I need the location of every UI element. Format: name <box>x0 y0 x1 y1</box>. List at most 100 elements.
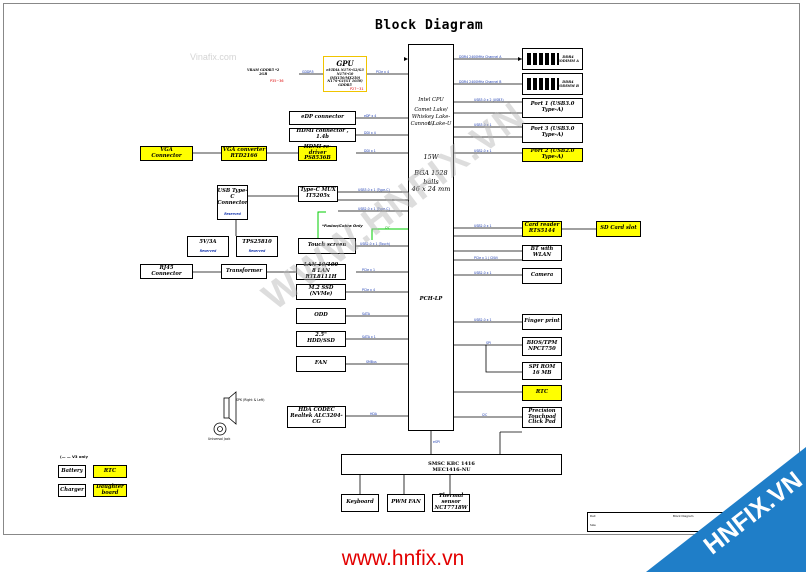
bus-usb3-3: USB3.0 x 1 <box>474 123 492 127</box>
usb-port-1: Port 1 (USB3.0 Type-A) <box>522 98 583 118</box>
vga-converter: VGA converter RTD2166 <box>221 146 267 161</box>
bus-card: USB2.0 x 1 <box>474 224 492 228</box>
watermark-small: Vinafix.com <box>190 52 237 62</box>
card-reader: Card reader RTS5144 <box>522 221 562 237</box>
edp-connector: eDP connector <box>289 111 356 125</box>
bus-gddr: GDDR5 <box>302 70 314 74</box>
charger-ic-sub: Reserved <box>199 248 217 253</box>
charger-ic-label: 5V/3A <box>199 238 217 245</box>
ec-block: SMSC KBC 1416 MEC1416-NU <box>341 454 562 475</box>
cpu-package: BGA 1528 balls <box>414 169 448 186</box>
page-title: Block Diagram <box>375 18 484 33</box>
m2-ssd: M.2 SSD (NVMe) <box>296 284 346 300</box>
bus-i2c-touch: I2C <box>385 226 391 230</box>
legend-rtc: RTC <box>93 465 127 478</box>
footer-url-link[interactable]: www.hnfix.vn <box>341 547 465 570</box>
speaker-label: SPK (Right & Left) <box>236 398 265 402</box>
cpu-size: 46 x 24 mm <box>411 185 451 193</box>
usb-typec-sub: Reserved <box>224 211 241 216</box>
sodimm-b: DDR4 SODIMM B <box>522 73 583 95</box>
bus-usb3-1: USB3.0 x 2 (USB3) <box>474 98 504 102</box>
speaker-icon <box>223 391 237 425</box>
usb-port-2: Port 2 (USB2.0 Type-A) <box>522 148 583 162</box>
gpu-page: P27~31 <box>350 87 364 91</box>
tb-company: Dell <box>590 514 596 518</box>
hdd: 2.5" HDD/SSD <box>296 331 346 347</box>
bus-espi: eSPI <box>433 440 440 444</box>
gpu-title: GPU <box>336 59 354 69</box>
legend-daughter-board: Daughter board <box>93 484 127 497</box>
bus-edp: eDP x 4 <box>364 114 377 118</box>
touch-note: *Fusion/Cobra Only <box>322 223 363 228</box>
legend-heading: (— — V3 only <box>60 454 88 459</box>
rtc-block: RTC <box>522 385 562 401</box>
tps-sub: Reserved <box>248 248 266 253</box>
bus-ssd: PCIe x 4 <box>362 288 375 292</box>
usb-typec-label: USB Type-C Connector <box>217 187 248 206</box>
bus-lan: PCIe x 1 <box>362 268 375 272</box>
rj45-connector: RJ45 Connector <box>140 264 193 279</box>
cpu-tdp: 15W <box>423 153 439 161</box>
bus-spi: SPI <box>486 341 491 345</box>
hdmi-redriver: HDMI re-driver PS8536B <box>298 144 337 161</box>
usb-port-3: Port 3 (USB3.0 Type-A) <box>522 123 583 143</box>
dimm-a-label: DDR4 SODIMM A <box>557 54 579 63</box>
bus-ddr-a: DDR4 2400MHz Channel A <box>459 55 502 59</box>
tb-size: Size <box>590 523 596 527</box>
brand-triangle <box>646 447 806 572</box>
dimm-b-icon <box>527 78 559 90</box>
sd-card-slot: SD Card slot <box>596 221 641 237</box>
bios-tpm: BIOS/TPM NPCT750 <box>522 337 562 356</box>
lan-chip: LAN 10/100 8 LAN RTL8111H <box>296 262 346 280</box>
camera: Camera <box>522 268 562 284</box>
cpu-vendor: Intel CPU <box>418 97 444 103</box>
legend-battery: Battery <box>58 465 86 478</box>
hdmi-connector: HDMI connector , 1.4b <box>289 128 356 142</box>
bus-fp: USB2.0 x 1 <box>474 318 492 322</box>
cpu-line-3: Cannon Lake-U <box>410 121 452 127</box>
bus-ddr-b: DDR4 2400MHz Channel B <box>459 80 502 84</box>
pch-label: PCH-LP <box>419 296 443 302</box>
gpu-sub: nVIDIA N17S-G2/G3 N17S-G0 (MX150/MX250) … <box>326 68 364 88</box>
cpu-block: Intel CPU Comet Lake/ Whiskey Lake-U/ Ca… <box>408 44 454 431</box>
hda-codec: HDA CODEC Realtek ALC3204-CG <box>287 406 346 428</box>
bus-usb2-2: USB2.0 x 1 <box>474 149 492 153</box>
bt-wlan: BT with WLAN <box>522 245 562 261</box>
touch-screen: Touch screen <box>298 238 356 254</box>
bus-typec: USB3.0 x 1 (Type-C) <box>358 188 390 192</box>
legend-charger: Charger <box>58 484 86 497</box>
audio-jack-icon <box>213 422 227 436</box>
vga-connector: VGA Connector <box>140 146 193 161</box>
transformer: Transformer <box>221 264 267 279</box>
odd: ODD <box>296 308 346 324</box>
touchpad: Precision Touchpad Click Pad <box>522 407 562 428</box>
bus-cam: USB2.0 x 1 <box>474 271 492 275</box>
bus-vga: DDI x 1 <box>364 149 376 153</box>
charger-5v3a: 5V/3A Reserved <box>187 236 229 257</box>
vram-block: VRAM GDDR5 *2 2GB <box>247 66 299 80</box>
tps-label: TPS25810 <box>242 238 272 245</box>
cpu-line-2: Whiskey Lake-U/ <box>411 114 451 128</box>
bus-odd: SATA <box>362 312 370 316</box>
pwm-fan: PWM FAN <box>387 494 425 512</box>
sodimm-a: DDR4 SODIMM A <box>522 48 583 70</box>
bus-i2c-tp: I2C <box>482 413 488 417</box>
dimm-b-label: DDR4 SODIMM B <box>556 79 579 88</box>
fingerprint: Finger print <box>522 314 562 330</box>
cpu-line-1: Comet Lake/ <box>414 107 448 113</box>
brand-logo: HNFIX.VN <box>646 447 806 572</box>
spi-rom: SPI ROM 16 MB <box>522 362 562 380</box>
bus-wlan: PCIe x 1 / CNVi <box>474 256 498 260</box>
bus-hdd: SATA x 1 <box>362 335 376 339</box>
bus-hdmi: DDI x 4 <box>364 131 376 135</box>
bus-pcie-gpu: PCIe x 4 <box>376 70 389 74</box>
fan: FAN <box>296 356 346 372</box>
keyboard: Keyboard <box>341 494 379 512</box>
dimm-a-icon <box>527 53 559 65</box>
bus-hda: HDA <box>370 412 377 416</box>
bus-fan: SMBus <box>366 360 377 364</box>
